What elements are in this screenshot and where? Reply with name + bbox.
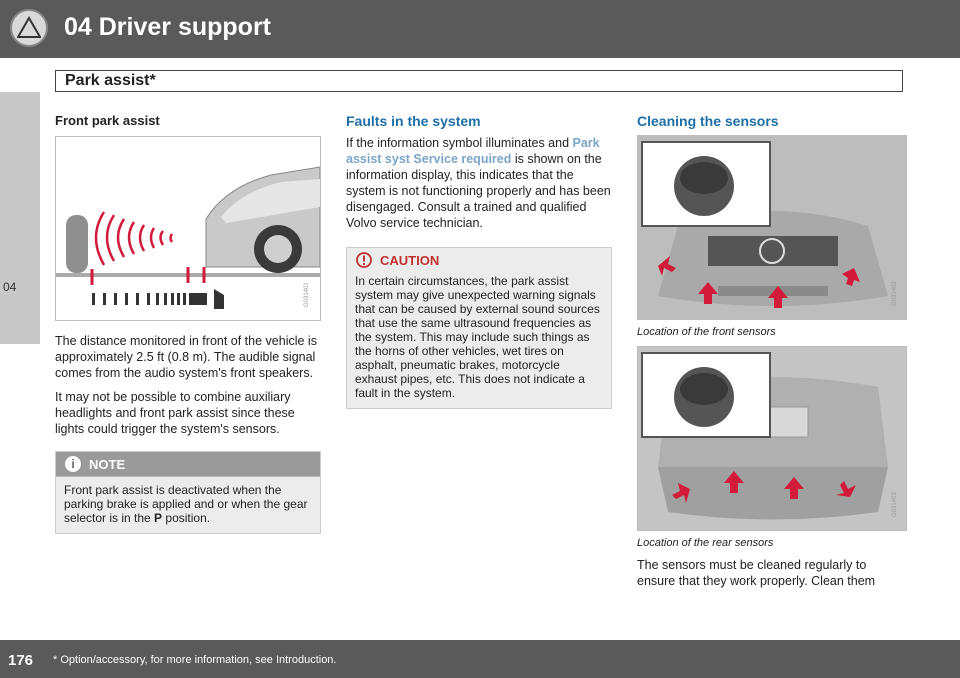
chapter-header: 04 Driver support xyxy=(0,0,960,58)
column-faults-in-system: Faults in the system If the information … xyxy=(346,113,612,409)
note-box: i NOTE Front park assist is deactivated … xyxy=(55,451,321,534)
caution-label: CAUTION xyxy=(380,253,440,268)
note-header: i NOTE xyxy=(56,452,320,477)
rear-sensors-figure: G031403 xyxy=(637,346,907,531)
heading-faults-in-system: Faults in the system xyxy=(346,113,481,129)
caption-front-sensors: Location of the front sensors xyxy=(637,326,776,338)
section-title: Park assist* xyxy=(65,72,156,89)
front-park-assist-figure: G031401 xyxy=(55,136,321,321)
caution-icon xyxy=(356,252,372,268)
figure-code: G031402 xyxy=(892,281,898,306)
figure-code: G031403 xyxy=(892,492,898,517)
faults-para: If the information symbol illuminates an… xyxy=(346,136,611,230)
figure-code: G031401 xyxy=(304,282,310,307)
page-number: 176 xyxy=(8,652,34,669)
info-icon: i xyxy=(65,456,81,472)
column-cleaning-sensors: Cleaning the sensors G031402 Location of… xyxy=(637,113,907,597)
note-text: Front park assist is deactivated when th… xyxy=(64,483,308,525)
heading-cleaning-sensors: Cleaning the sensors xyxy=(637,113,779,129)
caution-box: CAUTION In certain circumstances, the pa… xyxy=(346,247,612,409)
note-label: NOTE xyxy=(89,457,126,472)
chapter-side-tab: 04 xyxy=(0,92,40,344)
front-sensors-figure: G031402 xyxy=(637,135,907,320)
cleaning-para: The sensors must be cleaned regularly to… xyxy=(637,558,876,588)
chapter-title: 04 Driver support xyxy=(64,13,272,41)
front-park-assist-para2: It may not be possible to combine auxili… xyxy=(55,390,295,436)
front-park-assist-para1: The distance monitored in front of the v… xyxy=(55,334,317,380)
caution-header: CAUTION xyxy=(347,248,611,272)
column-front-park-assist: Front park assist xyxy=(55,113,321,534)
front-sensors-illustration xyxy=(638,136,906,319)
front-park-assist-illustration xyxy=(56,166,321,309)
caution-text: In certain circumstances, the park assis… xyxy=(355,274,600,400)
warning-triangle-icon xyxy=(10,9,48,47)
heading-front-park-assist: Front park assist xyxy=(55,113,160,128)
page-footer: 176 * Option/accessory, for more informa… xyxy=(0,640,960,678)
side-tab-label: 04 xyxy=(3,280,17,294)
caption-rear-sensors: Location of the rear sensors xyxy=(637,537,774,549)
section-title-bar: Park assist* xyxy=(55,70,903,92)
footer-note: * Option/accessory, for more information… xyxy=(53,654,337,666)
rear-sensors-illustration xyxy=(638,347,906,530)
